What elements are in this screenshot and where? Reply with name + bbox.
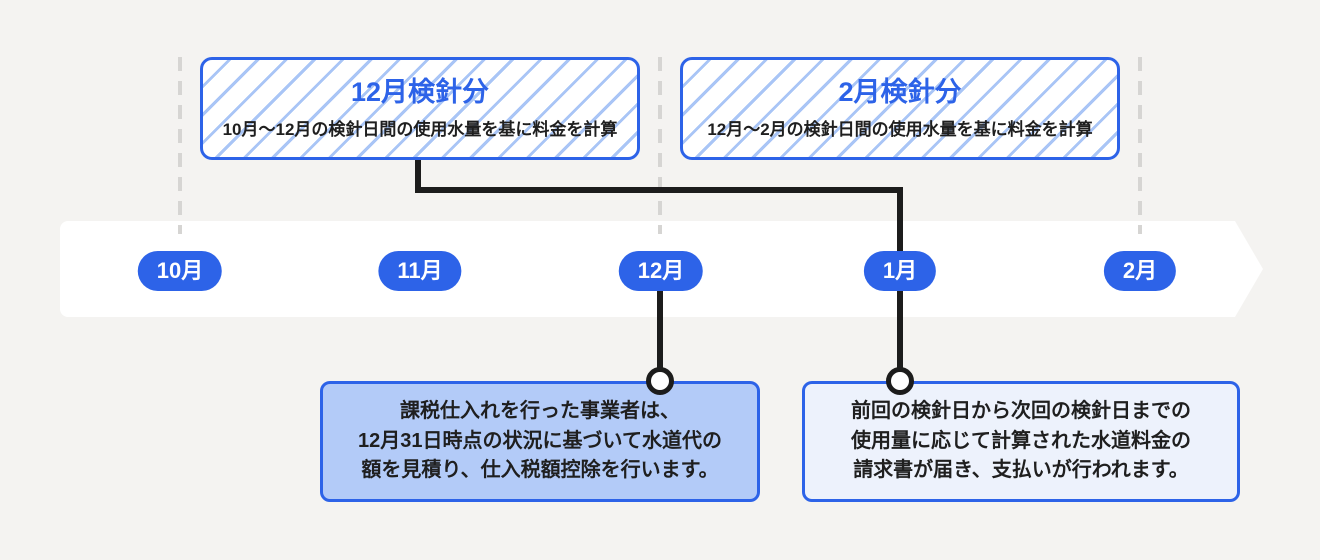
note-tax-estimation-line-2: 12月31日時点の状況に基づいて水道代の xyxy=(358,429,722,452)
guide-line-february xyxy=(1138,57,1142,234)
note-billing-payment-line-2: 使用量に応じて計算された水道料金の xyxy=(851,429,1191,452)
note-tax-estimation-line-1: 課税仕入れを行った事業者は、 xyxy=(400,400,680,423)
meter-reading-box-december-title: 12月検針分 xyxy=(350,77,490,108)
month-pill-october: 10月 xyxy=(137,251,223,291)
note-billing-payment-line-1: 前回の検針日から次回の検針日までの xyxy=(851,400,1191,423)
meter-reading-box-february: 2月検針分 12月〜2月の検針日間の使用水量を基に料金を計算 xyxy=(680,57,1120,160)
month-pill-february: 2月 xyxy=(1103,251,1177,291)
note-tax-estimation-line-3: 額を見積り、仕入税額控除を行います。 xyxy=(361,459,719,482)
guide-line-december xyxy=(658,57,662,234)
connector-december-to-note xyxy=(657,287,663,380)
meter-reading-box-february-subtitle: 12月〜2月の検針日間の使用水量を基に料金を計算 xyxy=(707,119,1093,139)
meter-reading-box-december-subtitle: 10月〜12月の検針日間の使用水量を基に料金を計算 xyxy=(222,119,618,139)
timeline-arrow-head xyxy=(1235,221,1263,317)
connector-reading-to-january-vertical-start xyxy=(415,160,421,193)
month-pill-november: 11月 xyxy=(378,251,462,291)
node-circle-billing xyxy=(886,367,914,395)
note-tax-estimation: 課税仕入れを行った事業者は、 12月31日時点の状況に基づいて水道代の 額を見積… xyxy=(320,381,760,502)
note-billing-payment-line-3: 請求書が届き、支払いが行われます。 xyxy=(853,459,1189,482)
note-billing-payment: 前回の検針日から次回の検針日までの 使用量に応じて計算された水道料金の 請求書が… xyxy=(802,381,1240,502)
guide-line-october xyxy=(178,57,182,234)
month-pill-december: 12月 xyxy=(618,251,704,291)
month-pill-january: 1月 xyxy=(863,251,937,291)
node-circle-estimation xyxy=(646,367,674,395)
connector-reading-to-january-horizontal xyxy=(415,187,903,193)
meter-reading-box-february-title: 2月検針分 xyxy=(838,77,962,108)
meter-reading-box-december: 12月検針分 10月〜12月の検針日間の使用水量を基に料金を計算 xyxy=(200,57,640,160)
